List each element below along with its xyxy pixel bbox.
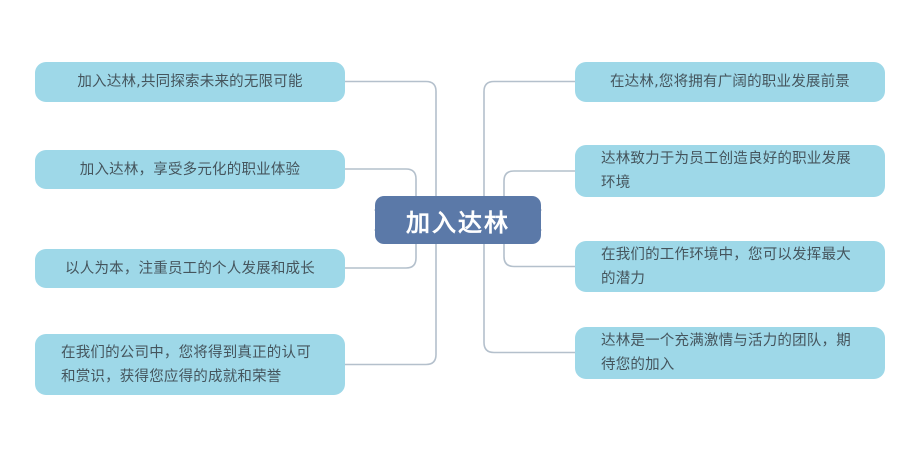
branch-node-right-3[interactable]: 在我们的工作环境中，您可以发挥最大的潜力 (575, 241, 885, 292)
branch-node-right-2[interactable]: 达林致力于为员工创造良好的职业发展环境 (575, 145, 885, 197)
center-node[interactable]: 加入达林 (375, 196, 541, 244)
branch-node-left-1-label: 加入达林,共同探索未来的无限可能 (77, 74, 303, 90)
branch-node-left-3-label: 以人为本，注重员工的个人发展和成长 (65, 260, 315, 277)
branch-node-right-3-label: 在我们的工作环境中，您可以发挥最大的潜力 (601, 246, 851, 287)
branch-node-left-4-label: 在我们的公司中，您将得到真正的认可和赏识，获得您应得的成就和荣誉 (61, 344, 311, 385)
branch-node-right-1[interactable]: 在达林,您将拥有广阔的职业发展前景 (575, 62, 885, 102)
branch-node-left-2[interactable]: 加入达林，享受多元化的职业体验 (35, 150, 345, 189)
connector-right-outer (483, 80, 576, 211)
branch-node-right-2-label: 达林致力于为员工创造良好的职业发展环境 (601, 151, 851, 191)
center-node-label: 加入达林 (406, 208, 510, 237)
branch-node-left-2-label: 加入达林，享受多元化的职业体验 (79, 161, 301, 178)
branch-node-left-1[interactable]: 加入达林,共同探索未来的无限可能 (35, 62, 345, 102)
branch-node-right-1-label: 在达林,您将拥有广阔的职业发展前景 (609, 74, 850, 90)
branch-node-left-4[interactable]: 在我们的公司中，您将得到真正的认可和赏识，获得您应得的成就和荣誉 (35, 334, 345, 395)
connector-left-outer (344, 80, 437, 211)
branch-node-right-4-label: 达林是一个充满激情与活力的团队，期待您的加入 (601, 333, 851, 373)
branch-node-left-3[interactable]: 以人为本，注重员工的个人发展和成长 (35, 249, 345, 288)
branch-node-right-4[interactable]: 达林是一个充满激情与活力的团队，期待您的加入 (575, 327, 885, 379)
